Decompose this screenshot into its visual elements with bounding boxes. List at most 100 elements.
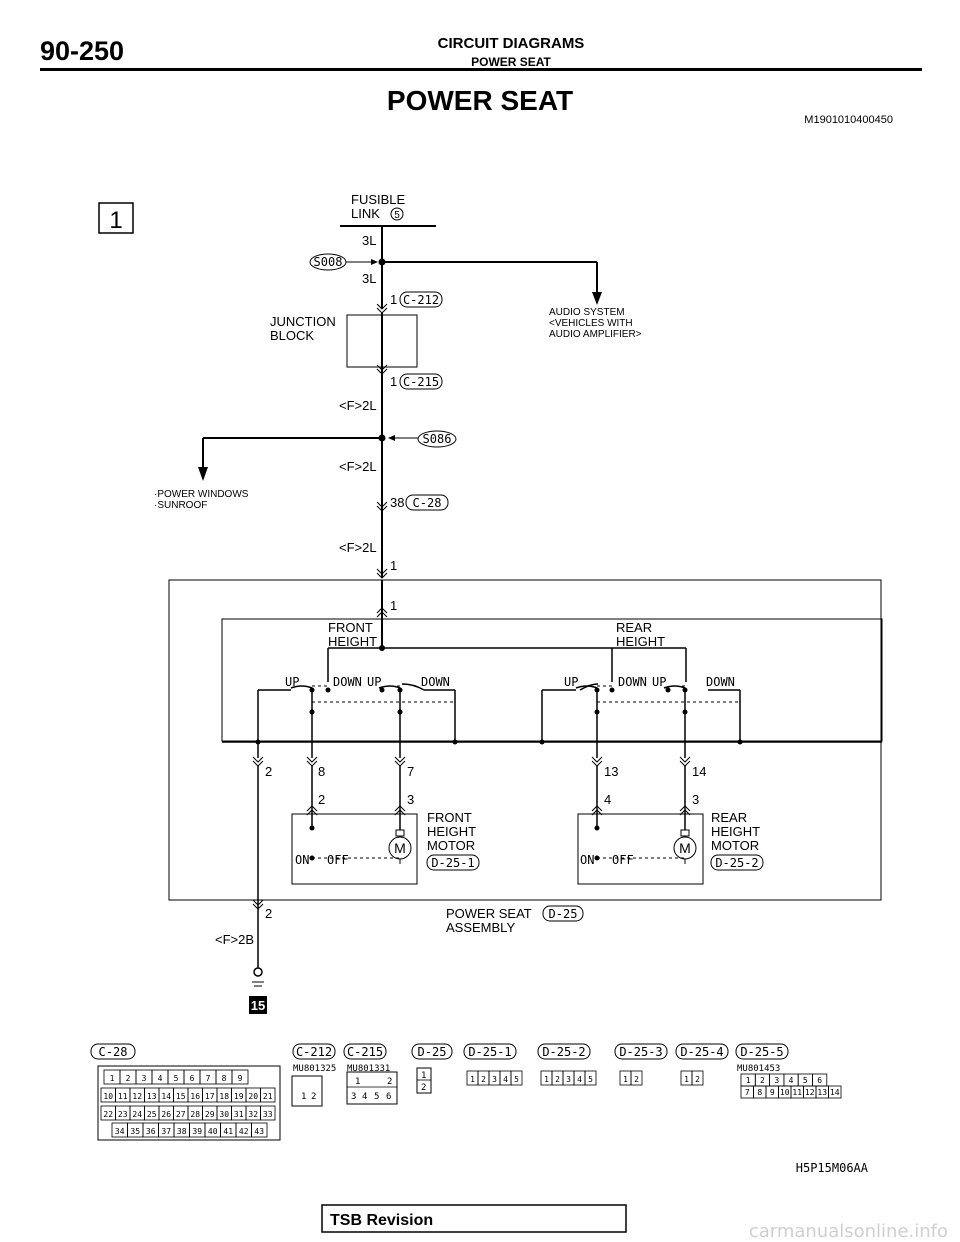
rear-motor-pin-b: 3 [692,792,699,807]
c28-r1-cell [231,1069,249,1085]
main-title: POWER SEAT [387,85,573,116]
c28-r3-pin: 31 [234,1110,244,1119]
doc-code: M1901010400450 [804,114,893,126]
assembly-label-2: ASSEMBLY [446,920,515,935]
d255-r2-pin: 10 [780,1088,790,1097]
c28-r1-pin: 7 [206,1074,211,1083]
c28-r1-pin: 6 [190,1074,195,1083]
d254-pin: 2 [695,1075,700,1084]
c28-r4-pin: 36 [146,1127,156,1136]
d255-r1-pin: 6 [817,1076,822,1085]
audio-label-1: AUDIO SYSTEM [549,307,625,318]
c28-r2-pin: 15 [176,1092,186,1101]
d254-pin: 1 [684,1075,689,1084]
front-switch-1-blade [290,685,313,689]
d255-r1-pin: 2 [760,1076,765,1085]
c28-r2-pin: 11 [118,1092,128,1101]
c215-code: C-215 [403,375,439,389]
d25-pin-1: 1 [421,1071,426,1081]
rear-motor-label-2: HEIGHT [711,824,760,839]
figure-code: H5P15M06AA [796,1161,869,1175]
out-pin-13: 13 [604,764,618,779]
d251-pin: 3 [492,1075,497,1084]
rear-motor-conn: D-25-2 [715,856,758,870]
c28-r3-pin: 26 [161,1110,171,1119]
c215-pin-1: 1 [355,1077,360,1087]
c28-r1-pin: 8 [222,1074,227,1083]
front-motor-symbol: M [394,840,406,856]
c212-part: MU801325 [293,1064,336,1074]
d25-face [416,1067,432,1094]
front-down-b: DOWN [421,675,450,689]
d252-face-label: D-25-2 [542,1045,585,1059]
c28-pin: 38 [390,495,404,510]
switch-box [221,618,883,742]
assembly-conn: D-25 [549,907,578,921]
branch-arrow [198,467,208,481]
tsb-revision-box [321,1204,627,1233]
c28-r2-pin: 16 [190,1092,200,1101]
d255-r2-cell [828,1085,842,1099]
d253-face-label: D-25-3 [619,1045,662,1059]
switch-supply-dot [379,645,385,651]
d255-r2-pin: 13 [817,1088,827,1097]
supply-section: FUSIBLE LINK 5 3L 3L S008 AUDIO SYSTEM <… [309,192,642,340]
c28-r1-pin: 5 [174,1074,179,1083]
section-title: CIRCUIT DIAGRAMS [438,35,585,52]
rear-up-a: UP [564,675,578,689]
d252-pin: 2 [555,1075,560,1084]
c28-r3-pin: 28 [190,1110,200,1119]
d255-r1-pin: 5 [803,1076,808,1085]
d255-r2-pin: 11 [792,1088,802,1097]
ground-pin: 2 [265,906,272,921]
rear-motor-label-1: REAR [711,810,747,825]
d251-face-label: D-25-1 [468,1045,511,1059]
front-height-label-2: HEIGHT [328,634,377,649]
connector-faces: C-28 C-212 C-215 D-25 D-25-1 D-25-2 D-25… [90,1043,842,1141]
splice-s086-oval [417,430,457,448]
front-up-a: UP [285,675,299,689]
ground-wire-label: <F>2B [215,932,254,947]
fusible-link-label-1: FUSIBLE [351,192,406,207]
front-motor-label-1: FRONT [427,810,472,825]
wire-f2l-label-a: <F>2L [339,398,377,413]
d255-r2-pin: 12 [805,1088,815,1097]
c215-code-box [399,373,443,390]
c28-r3-pin: 29 [205,1110,215,1119]
switch-blades [290,683,686,691]
motor-wires [257,766,686,968]
wire-f2l-label-b: <F>2L [339,459,377,474]
c212-face [291,1075,323,1107]
section-subtitle: POWER SEAT [471,55,551,69]
d252-pin: 1 [544,1075,549,1084]
switch-wiring [222,689,882,758]
wire-f2l-label-c: <F>2L [339,540,377,555]
front-up-b: UP [367,675,381,689]
out-pin-7: 7 [407,764,414,779]
c28-r3-cell [260,1105,276,1121]
c28-r1-pin: 2 [126,1074,131,1083]
out-conn-14 [679,756,691,767]
d25-pin-2: 2 [421,1083,426,1093]
c28-r2-pin: 17 [205,1092,215,1101]
rear-down-b: DOWN [706,675,735,689]
c28-r4-pin: 39 [192,1127,202,1136]
d251-pin: 1 [470,1075,475,1084]
c28-face-label: C-28 [99,1045,128,1059]
d251-pin: 5 [514,1075,519,1084]
rear-height-label-1: REAR [616,620,652,635]
c215-pin-3: 3 [351,1092,356,1102]
audio-arrow [592,292,602,305]
splice-s086: S086 [423,432,452,446]
front-switch-2-blade [401,683,425,691]
c28-r2-cell [260,1087,276,1103]
c215-pin-4: 4 [362,1092,367,1102]
c28-r4-pin: 42 [239,1127,249,1136]
d253-cell [630,1070,643,1086]
